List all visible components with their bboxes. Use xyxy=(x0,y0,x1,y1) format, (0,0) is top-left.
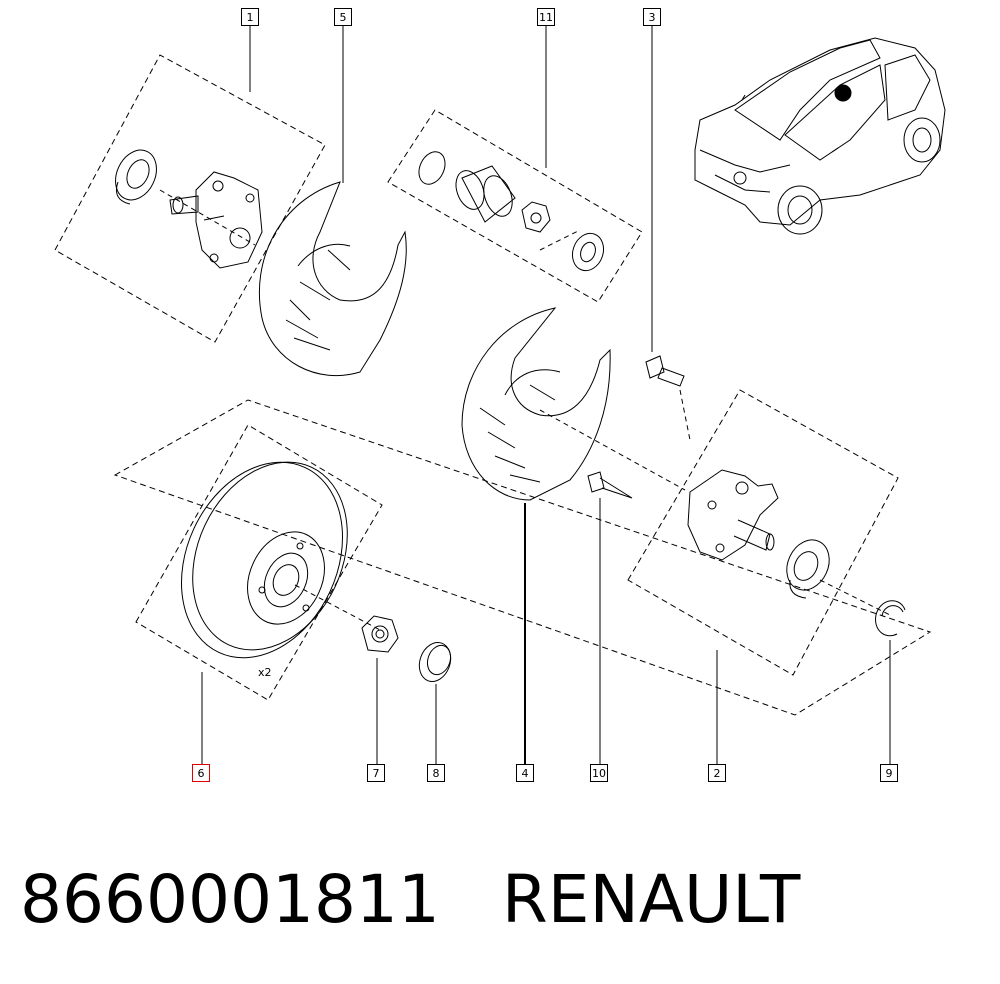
dashed-group-outlines xyxy=(54,54,932,716)
group-box-2 xyxy=(113,399,932,716)
car-illustration xyxy=(694,37,946,235)
group-box-3 xyxy=(627,389,899,676)
callout-6[interactable]: 6 xyxy=(192,764,210,782)
part-7-hub-nut xyxy=(361,615,399,653)
callout-11[interactable]: 11 xyxy=(537,8,555,26)
callout-1[interactable]: 1 xyxy=(241,8,259,26)
callout-10[interactable]: 10 xyxy=(590,764,608,782)
callout-9[interactable]: 9 xyxy=(880,764,898,782)
part-2-stub-axle-assembly xyxy=(687,469,830,599)
callout-2[interactable]: 2 xyxy=(708,764,726,782)
part-3-bolt xyxy=(645,355,685,387)
part-number: 8660001811 xyxy=(20,861,440,938)
parts-diagram xyxy=(54,26,946,764)
brand-name: RENAULT xyxy=(501,861,801,938)
part-1-stub-axle-assembly xyxy=(115,149,263,269)
part-10-rivet xyxy=(587,471,633,499)
quantity-label: x2 xyxy=(258,666,272,679)
callout-4[interactable]: 4 xyxy=(516,764,534,782)
part-8-hub-cap xyxy=(418,642,452,682)
part-11-bearing-kit xyxy=(418,151,605,272)
group-box-6 xyxy=(135,424,383,701)
part-4-backing-plate xyxy=(461,307,611,501)
callout-7[interactable]: 7 xyxy=(367,764,385,782)
part-9-circlip xyxy=(875,600,906,637)
group-box-11 xyxy=(387,109,643,303)
callout-3[interactable]: 3 xyxy=(643,8,661,26)
footer-caption: 8660001811 RENAULT xyxy=(20,858,800,942)
callout-5[interactable]: 5 xyxy=(334,8,352,26)
leader-lines xyxy=(201,26,891,764)
group-box-1 xyxy=(54,54,326,343)
part-5-backing-plate xyxy=(258,181,407,377)
callout-8[interactable]: 8 xyxy=(427,764,445,782)
part-6-brake-disc xyxy=(181,461,348,659)
